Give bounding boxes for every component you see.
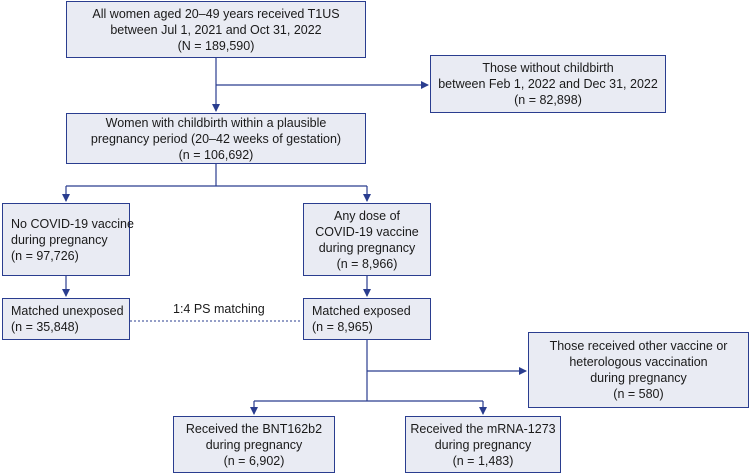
node-other-vaccine-line3: during pregnancy <box>590 371 687 385</box>
node-other-vaccine: Those received other vaccine or heterolo… <box>528 332 749 408</box>
node-all-women-line1: All women aged 20–49 years received T1US <box>92 6 340 21</box>
node-other-vaccine-line2: heterologous vaccination <box>569 355 708 369</box>
node-no-vaccine: No COVID-19 vaccine during pregnancy (n … <box>2 203 134 276</box>
node-other-vaccine-line4: (n = 580) <box>613 387 664 401</box>
node-all-women-line3: (N = 189,590) <box>177 38 255 53</box>
node-any-vaccine-line1: Any dose of <box>333 208 400 223</box>
node-with-childbirth: Women with childbirth within a plausible… <box>66 113 366 164</box>
node-bnt162b2-line2: during pregnancy <box>205 437 303 452</box>
node-matched-exposed-line2: (n = 8,965) <box>312 320 373 334</box>
node-any-vaccine-line4: (n = 8,966) <box>336 256 398 271</box>
node-no-childbirth-line1: Those without childbirth <box>482 61 614 75</box>
node-mrna1273-line3: (n = 1,483) <box>452 453 514 468</box>
node-with-childbirth-line3: (n = 106,692) <box>178 147 254 162</box>
node-no-vaccine-line3: (n = 97,726) <box>11 248 79 263</box>
node-any-vaccine: Any dose of COVID-19 vaccine during preg… <box>303 203 431 276</box>
node-matched-unexposed: Matched unexposed (n = 35,848) <box>2 298 130 340</box>
node-bnt162b2: Received the BNT162b2 during pregnancy (… <box>173 416 335 473</box>
node-any-vaccine-line2: COVID-19 vaccine <box>315 224 419 239</box>
ps-matching-label: 1:4 PS matching <box>173 302 265 316</box>
node-all-women: All women aged 20–49 years received T1US… <box>66 1 366 58</box>
node-no-vaccine-line1: No COVID-19 vaccine <box>11 216 134 231</box>
node-matched-exposed: Matched exposed (n = 8,965) <box>303 298 431 340</box>
node-matched-unexposed-line2: (n = 35,848) <box>11 320 79 334</box>
node-bnt162b2-line3: (n = 6,902) <box>223 453 285 468</box>
node-matched-exposed-line1: Matched exposed <box>312 304 411 318</box>
node-mrna1273-line2: during pregnancy <box>434 437 532 452</box>
node-other-vaccine-line1: Those received other vaccine or <box>549 339 728 353</box>
node-mrna1273: Received the mRNA-1273 during pregnancy … <box>405 416 561 473</box>
node-with-childbirth-line1: Women with childbirth within a plausible <box>105 115 327 130</box>
node-mrna1273-line1: Received the mRNA-1273 <box>410 421 556 436</box>
node-bnt162b2-line1: Received the BNT162b2 <box>185 421 323 436</box>
node-no-childbirth-line3: (n = 82,898) <box>514 93 582 107</box>
node-with-childbirth-line2: pregnancy period (20–42 weeks of gestati… <box>90 131 342 146</box>
node-no-childbirth-line2: between Feb 1, 2022 and Dec 31, 2022 <box>438 77 658 91</box>
node-no-vaccine-line2: during pregnancy <box>11 232 108 247</box>
node-any-vaccine-line3: during pregnancy <box>318 240 416 255</box>
node-matched-unexposed-line1: Matched unexposed <box>11 304 124 318</box>
node-no-childbirth: Those without childbirth between Feb 1, … <box>430 55 666 113</box>
node-all-women-line2: between Jul 1, 2021 and Oct 31, 2022 <box>110 22 322 37</box>
